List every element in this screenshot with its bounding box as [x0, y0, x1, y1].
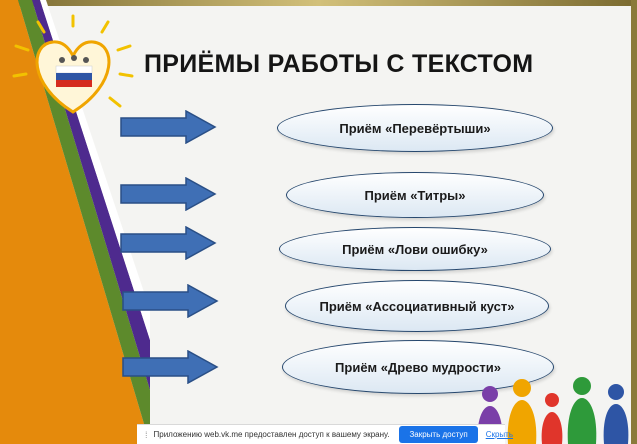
technique-item: Приём «Лови ошибку»: [279, 227, 551, 271]
notice-message: Приложению web.vk.me предоставлен доступ…: [153, 430, 390, 439]
stop-sharing-button[interactable]: Закрыть доступ: [399, 426, 478, 443]
technique-item: Приём «Древо мудрости»: [282, 340, 554, 394]
arrow-right-icon: [120, 226, 217, 260]
arrow-right-icon: [122, 284, 219, 318]
technique-item: Приём «Титры»: [286, 172, 544, 218]
right-border: [631, 0, 637, 444]
top-border: [0, 0, 637, 6]
arrow-right-icon: [120, 177, 217, 211]
screen-share-notice: ⁞ Приложению web.vk.me предоставлен дост…: [137, 424, 513, 444]
technique-item: Приём «Ассоциативный куст»: [285, 280, 549, 332]
technique-item: Приём «Перевёртыши»: [277, 104, 553, 152]
arrow-right-icon: [120, 110, 217, 144]
heart-logo-icon: [12, 14, 134, 114]
hide-link[interactable]: Скрыть: [485, 430, 514, 439]
drag-handle-icon[interactable]: ⁞: [145, 429, 148, 440]
slide-title: ПРИЁМЫ РАБОТЫ С ТЕКСТОМ: [144, 50, 534, 78]
arrow-right-icon: [122, 350, 219, 384]
